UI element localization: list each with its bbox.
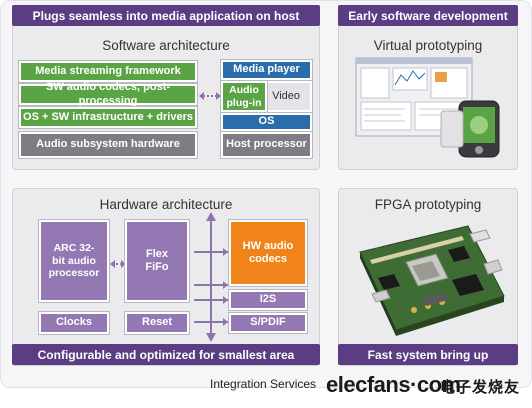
hw-audio-codecs-box: HW audio codecs <box>229 220 307 286</box>
software-banner: Plugs seamless into media application on… <box>12 5 320 26</box>
os-box: OS <box>221 113 312 131</box>
brand-logo: elecfans·com <box>326 372 461 397</box>
host-processor-box: Host processor <box>221 132 312 158</box>
video-label: Video <box>272 89 300 102</box>
integration-services-label: Integration Services <box>210 377 317 391</box>
early-software-banner: Early software development <box>338 5 518 26</box>
hardware-bus-lines <box>110 212 228 342</box>
brand-chinese: 电子发烧友 <box>440 379 521 396</box>
fpga-title: FPGA prototyping <box>374 197 482 212</box>
virtual-prototyping-title: Virtual prototyping <box>373 38 483 53</box>
i2s-box: I2S <box>229 290 307 310</box>
media-player-box: Media player <box>221 60 312 80</box>
fpga-board-image <box>359 225 505 336</box>
virtual-prototype-screenshot-image <box>355 57 500 158</box>
hardware-title: Hardware architecture <box>99 197 233 212</box>
arc-processor-box: ARC 32-bit audio processor <box>39 220 109 302</box>
software-title: Software architecture <box>102 38 230 53</box>
flex-fifo-box: Flex FiFo <box>125 220 189 302</box>
hardware-banner: Configurable and optimized for smallest … <box>12 344 320 365</box>
audio-subsystem-hardware: Audio subsystem hardware <box>19 132 197 158</box>
reset-box: Reset <box>125 312 189 334</box>
software-connector-arrow <box>199 92 221 100</box>
clocks-box: Clocks <box>39 312 109 334</box>
spdif-box: S/PDIF <box>229 313 307 333</box>
media-streaming-framework: Media streaming framework <box>19 61 197 82</box>
sw-audio-codecs: SW audio codecs, post-processing <box>19 81 197 107</box>
fpga-banner: Fast system bring up <box>338 344 518 365</box>
audio-plugin-box: Audio plug-in <box>221 81 267 112</box>
os-sw-infrastructure: OS + SW infrastructure + drivers <box>19 107 197 128</box>
